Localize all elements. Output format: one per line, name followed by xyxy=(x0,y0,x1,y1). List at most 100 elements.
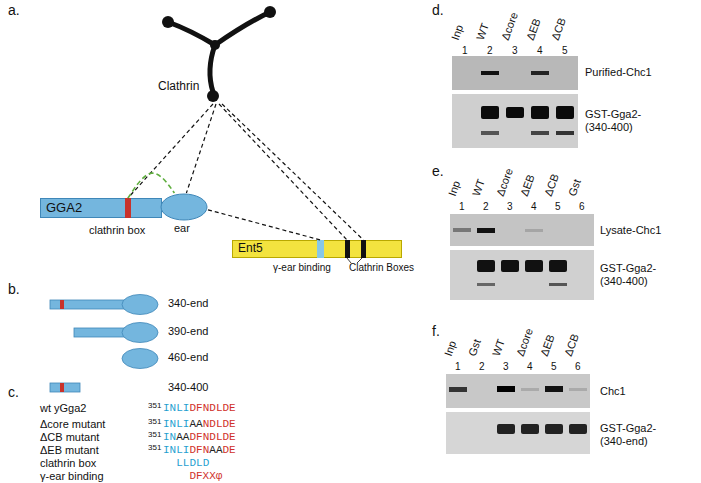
lane-label: Inp xyxy=(442,339,459,358)
figure-label: 5 xyxy=(551,360,557,373)
gel-band xyxy=(531,71,549,75)
figure-label: γ-ear binding xyxy=(40,470,104,483)
residue: D xyxy=(209,402,216,414)
figure-label: 5 xyxy=(562,44,568,57)
figure-label: 340-400 xyxy=(168,381,208,394)
figure-label: 2 xyxy=(487,44,493,57)
residue: A xyxy=(209,444,216,456)
gel-band xyxy=(556,106,574,119)
binding-link xyxy=(128,104,213,198)
lane-label: ΔEB xyxy=(524,17,544,42)
residue: I xyxy=(183,444,190,456)
node-label: γ-ear binding xyxy=(273,262,331,274)
node-label: Ent5 xyxy=(238,242,263,256)
figure-label: Purified-Chc1 xyxy=(585,66,652,79)
ent5-bar: γ-ear bindingClathrin BoxesEnt5 xyxy=(232,240,402,258)
ear-domain xyxy=(122,295,158,315)
node-label: Clathrin xyxy=(158,80,199,94)
residue: I xyxy=(163,444,170,456)
clathrin-triskelion: Clathrin xyxy=(150,0,300,104)
lane-label: Gst xyxy=(566,177,584,198)
gel-band xyxy=(521,424,539,434)
figure-label: 2 xyxy=(483,200,489,213)
figure-label: ΔCB mutant xyxy=(40,431,99,444)
figure-label: GST-Gga2- (340-400) xyxy=(600,262,662,288)
triskelion-knob xyxy=(264,6,276,18)
lane-label: Δcore xyxy=(499,11,521,42)
triskelion-knob xyxy=(207,90,219,102)
construct-bar xyxy=(50,300,130,309)
clathrin-box-mark xyxy=(361,240,366,258)
figure-label: 1 xyxy=(462,44,468,57)
gel-band xyxy=(497,386,515,392)
residue: L xyxy=(176,457,183,469)
clathrin-box-marks: Clathrin Boxes xyxy=(341,240,371,258)
binding-link xyxy=(186,104,216,193)
intramolecular-link xyxy=(128,173,174,198)
gel-strip xyxy=(452,94,578,148)
residue: I xyxy=(163,431,170,443)
binding-link xyxy=(208,210,321,240)
binding-link xyxy=(219,104,347,240)
gel-band xyxy=(569,424,587,434)
figure-label: 4 xyxy=(537,44,543,57)
gel-band xyxy=(477,283,495,286)
residue: φ xyxy=(216,470,223,482)
figure-label: Δcore mutant xyxy=(40,418,105,431)
figure-label: Chc1 xyxy=(600,385,626,398)
residue: D xyxy=(209,418,216,430)
figure-label: 5 xyxy=(555,200,561,213)
lane-label: Δcore xyxy=(514,327,536,358)
node-label: GGA2 xyxy=(46,201,82,216)
figure-label: GST-Gga2- (340-end) xyxy=(600,422,662,448)
node-label: ear xyxy=(174,222,190,235)
residue: A xyxy=(176,431,183,443)
gel-band xyxy=(497,424,515,434)
node-label: Clathrin Boxes xyxy=(349,262,414,274)
figure-label: 6 xyxy=(579,200,585,213)
ear-domain: ear xyxy=(160,193,208,221)
gel-band xyxy=(506,107,524,118)
lane-label: Inp xyxy=(446,179,463,198)
residue: E xyxy=(229,418,236,430)
figure-label: 1 xyxy=(459,200,465,213)
residue: D xyxy=(222,444,229,456)
gel-band xyxy=(569,388,587,391)
triskelion-leg xyxy=(210,45,215,92)
residue: L xyxy=(176,402,183,414)
residue: L xyxy=(216,402,223,414)
gel-strip xyxy=(452,56,578,90)
residue: N xyxy=(203,431,210,443)
residue: N xyxy=(170,418,177,430)
residue: D xyxy=(222,402,229,414)
lane-label: WT xyxy=(470,177,488,198)
binding-link xyxy=(222,104,364,240)
gel-band xyxy=(556,131,574,135)
gel-band xyxy=(521,388,539,391)
sequence-text: INLIDFNAADE xyxy=(163,444,236,457)
residue: L xyxy=(176,418,183,430)
panel-letter: f. xyxy=(432,325,440,338)
sequence-text: DFXXφ xyxy=(189,470,222,483)
gel-band xyxy=(453,228,471,232)
figure-label: 340-end xyxy=(168,297,208,310)
residue: N xyxy=(170,431,177,443)
gel-band xyxy=(481,71,499,75)
gel-strip xyxy=(450,214,594,246)
panel-letter: b. xyxy=(8,283,20,296)
residue: D xyxy=(222,431,229,443)
ear-shape xyxy=(161,194,207,220)
panel-letter: e. xyxy=(432,165,444,178)
figure-label: 351 xyxy=(148,415,161,428)
residue: L xyxy=(216,418,223,430)
ear-outline xyxy=(160,193,208,221)
residue: D xyxy=(222,418,229,430)
clathrin-box-mark xyxy=(60,300,64,309)
lane-label: WT xyxy=(474,21,492,42)
residue: E xyxy=(229,431,236,443)
residue: D xyxy=(209,431,216,443)
gel-band xyxy=(545,386,563,392)
gel-band xyxy=(481,131,499,135)
residue: L xyxy=(196,457,203,469)
